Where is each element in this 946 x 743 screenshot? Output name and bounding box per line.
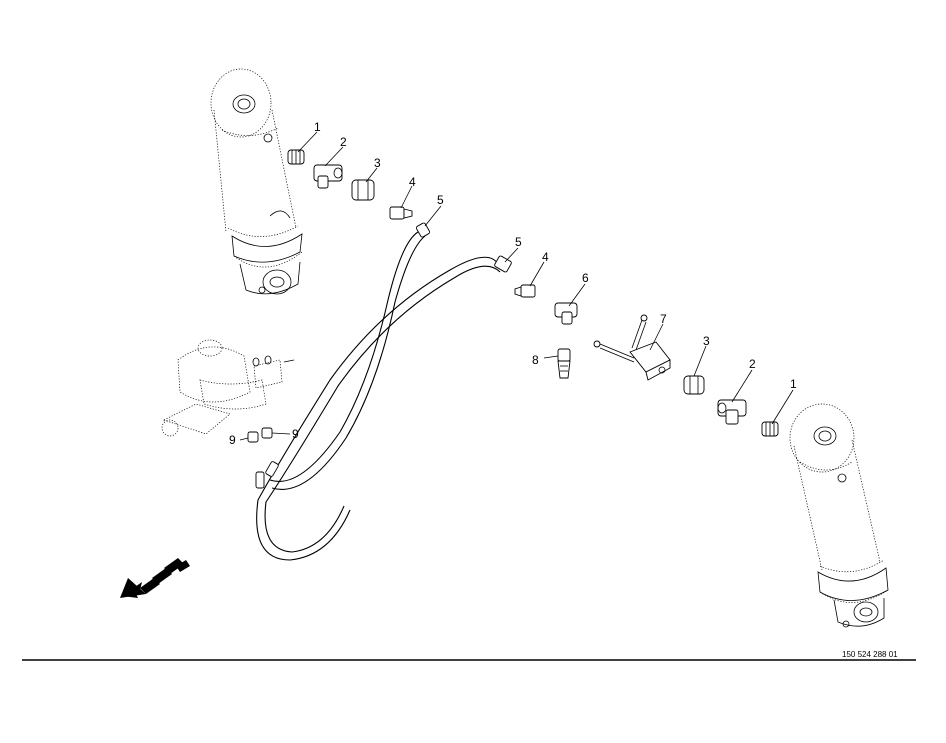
left-fitting-4-nipple — [389, 206, 413, 220]
callout-left-2: 2 — [340, 135, 347, 149]
fitting-9b — [261, 427, 273, 439]
left-fitting-3-nut — [351, 179, 375, 201]
right-fitting-3-nut — [683, 375, 705, 395]
callout-right-3: 3 — [703, 334, 710, 348]
callout-mid-6: 6 — [582, 271, 589, 285]
right-fitting-2-tee — [717, 399, 747, 425]
left-fitting-1 — [287, 149, 305, 165]
right-hydraulic-cylinder — [789, 403, 889, 628]
callout-leaders — [239, 131, 794, 441]
center-fitting-6-tee — [554, 302, 578, 325]
callout-right-7: 7 — [660, 312, 667, 326]
callout-right-2: 2 — [749, 357, 756, 371]
callout-left-3: 3 — [374, 156, 381, 170]
control-valve-assembly — [161, 339, 295, 437]
ball-valve-7 — [593, 314, 671, 381]
callout-mid-8: 8 — [532, 353, 539, 367]
callout-left-9b: 9 — [292, 427, 299, 441]
callout-right-1: 1 — [790, 377, 797, 391]
right-fitting-1 — [761, 421, 779, 437]
callout-left-9a: 9 — [229, 433, 236, 447]
callout-labels: 1 2 3 4 5 5 4 6 8 7 3 2 1 9 9 — [229, 120, 797, 447]
fitting-9a — [247, 431, 259, 443]
center-fitting-4 — [514, 284, 536, 298]
forward-direction-arrow-icon — [120, 558, 190, 598]
callout-left-1: 1 — [314, 120, 321, 134]
hydraulic-hose-a — [269, 222, 431, 490]
left-fitting-2-tee — [313, 164, 343, 189]
callout-mid-4: 4 — [542, 250, 549, 264]
left-hydraulic-cylinder — [210, 68, 303, 295]
center-fitting-8 — [557, 348, 571, 379]
callout-left-5: 5 — [437, 193, 444, 207]
callout-left-4: 4 — [409, 175, 416, 189]
callout-mid-5: 5 — [515, 235, 522, 249]
hydraulic-hose-b — [255, 255, 512, 561]
document-number: 150 524 288 01 — [842, 650, 898, 659]
